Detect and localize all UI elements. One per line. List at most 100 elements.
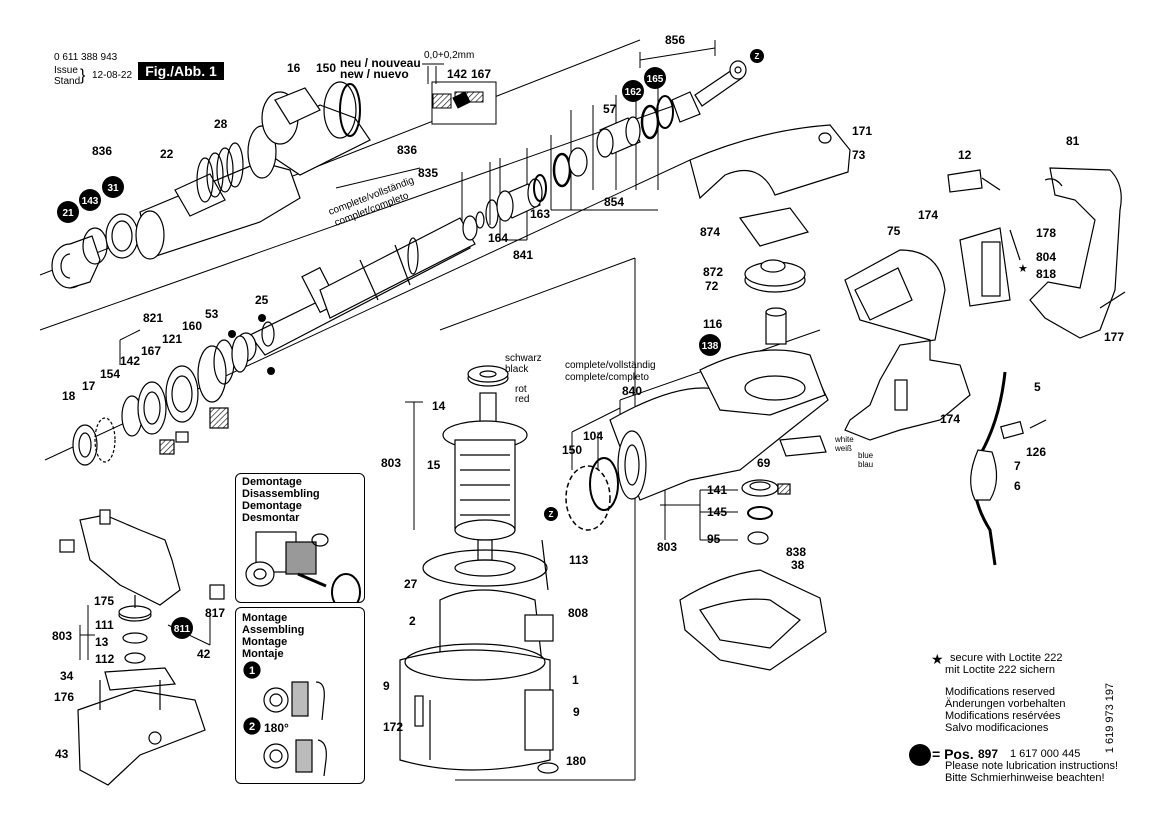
- callout-34: 34: [60, 669, 74, 683]
- callout-154: 154: [100, 367, 120, 381]
- callout-835: 835: [418, 166, 438, 180]
- callout-18: 18: [62, 389, 76, 403]
- marker-162: 162: [625, 87, 642, 98]
- issue-label: Issue: [54, 65, 78, 76]
- marker-165: 165: [647, 74, 664, 85]
- callout-17: 17: [82, 379, 96, 393]
- modifications-en: Modifications reserved: [945, 686, 1056, 698]
- montage-line-4: Montaje: [242, 648, 284, 660]
- callout-13: 13: [95, 635, 109, 649]
- callout-856: 856: [665, 33, 685, 47]
- callout-808: 808: [568, 606, 588, 620]
- callout-818: 818: [1036, 267, 1056, 281]
- callout-838: 838: [786, 545, 806, 559]
- callout-113: 113: [569, 553, 589, 567]
- callout-854: 854: [604, 195, 624, 209]
- callout-167-left: 167: [141, 344, 161, 358]
- loctite-note-en: secure with Loctite 222: [950, 652, 1063, 664]
- callout-145: 145: [707, 505, 727, 519]
- complete-mid-1: complete/vollständig: [565, 360, 656, 371]
- montage-box: Montage Assembling Montage Montaje 1 2 1…: [235, 607, 365, 784]
- callout-14: 14: [432, 399, 446, 413]
- tolerance-value: 0,0+0,2mm: [424, 50, 474, 61]
- callout-16: 16: [287, 61, 301, 75]
- star-icon-804: ★: [1018, 263, 1028, 275]
- part-number: 0 611 388 943: [54, 52, 118, 63]
- callout-171: 171: [852, 124, 872, 138]
- demontage-line-3: Demontage: [242, 500, 302, 512]
- callout-803-motor: 803: [381, 456, 401, 470]
- callout-142-left: 142: [120, 354, 140, 368]
- callout-836-left: 836: [92, 144, 112, 158]
- loctite-note-de: mit Loctite 222 sichern: [945, 664, 1056, 676]
- callout-121: 121: [162, 332, 182, 346]
- step-1: 1: [249, 665, 255, 677]
- wire-rot: rot: [515, 384, 527, 395]
- callout-43: 43: [55, 747, 69, 761]
- angle-label: 180°: [264, 721, 289, 735]
- new-label: new / nuevo: [340, 67, 409, 81]
- montage-line-1: Montage: [242, 612, 288, 624]
- callout-172: 172: [383, 720, 403, 734]
- callout-28: 28: [214, 117, 228, 131]
- marker-21: 21: [62, 208, 74, 219]
- marker-z-top: Z: [755, 52, 760, 61]
- demontage-line-1: Demontage: [242, 476, 302, 488]
- modifications-es: Salvo modificaciones: [945, 722, 1049, 734]
- marker-143: 143: [82, 196, 99, 207]
- montage-line-2: Assembling: [242, 624, 305, 636]
- callout-81: 81: [1066, 134, 1080, 148]
- callout-111: 111: [95, 618, 114, 632]
- wire-black: black: [505, 364, 529, 375]
- callout-803-left: 803: [52, 629, 72, 643]
- callout-69: 69: [757, 456, 771, 470]
- montage-illustration: 1 2 180°: [243, 661, 327, 777]
- wire-schwarz: schwarz: [505, 353, 542, 364]
- marker-811: 811: [174, 624, 191, 635]
- star-icon: ★: [931, 651, 944, 667]
- callout-176: 176: [54, 690, 74, 704]
- doc-number-wrapper: 1 619 973 197: [1100, 650, 1116, 790]
- callout-38: 38: [791, 558, 805, 572]
- callout-840: 840: [622, 384, 642, 398]
- wire-blau: blau: [858, 460, 873, 469]
- callout-180: 180: [566, 754, 586, 768]
- callout-57: 57: [603, 102, 617, 116]
- callout-150-mid: 150: [562, 443, 582, 457]
- callout-95: 95: [707, 532, 721, 546]
- callout-836-mid: 836: [397, 143, 417, 157]
- callout-804: 804: [1036, 250, 1056, 264]
- stand-label: Stand: [54, 76, 81, 87]
- callout-872: 872: [703, 265, 723, 279]
- callout-27: 27: [404, 577, 418, 591]
- callout-9-left: 9: [383, 679, 390, 693]
- document-number: 1 619 973 197: [1104, 682, 1116, 754]
- demontage-line-4: Desmontar: [242, 512, 300, 524]
- modifications-de: Änderungen vorbehalten: [945, 698, 1066, 710]
- callout-178: 178: [1036, 226, 1056, 240]
- callout-25: 25: [255, 293, 269, 307]
- wire-white: white: [834, 435, 854, 444]
- demontage-illustration: [245, 531, 361, 602]
- callout-5: 5: [1034, 380, 1041, 394]
- pos-label: = Pos.: [932, 746, 974, 762]
- marker-138: 138: [702, 341, 719, 352]
- callout-160: 160: [182, 319, 202, 333]
- marker-z-mid: Z: [549, 510, 554, 519]
- callout-9-right: 9: [573, 705, 580, 719]
- pos-number: 897: [978, 747, 999, 761]
- callout-817: 817: [205, 606, 225, 620]
- step-2: 2: [249, 721, 255, 733]
- callout-42: 42: [197, 647, 211, 661]
- callout-150-top: 150: [316, 61, 336, 75]
- figure-label: Fig./Abb. 1: [138, 62, 224, 80]
- wire-weiss: weiß: [834, 444, 852, 453]
- callout-167-top: 167: [471, 67, 491, 81]
- callout-112: 112: [95, 652, 115, 666]
- callout-164: 164: [488, 231, 508, 245]
- callout-116: 116: [703, 317, 723, 331]
- callout-104: 104: [583, 429, 603, 443]
- callout-73: 73: [852, 148, 866, 162]
